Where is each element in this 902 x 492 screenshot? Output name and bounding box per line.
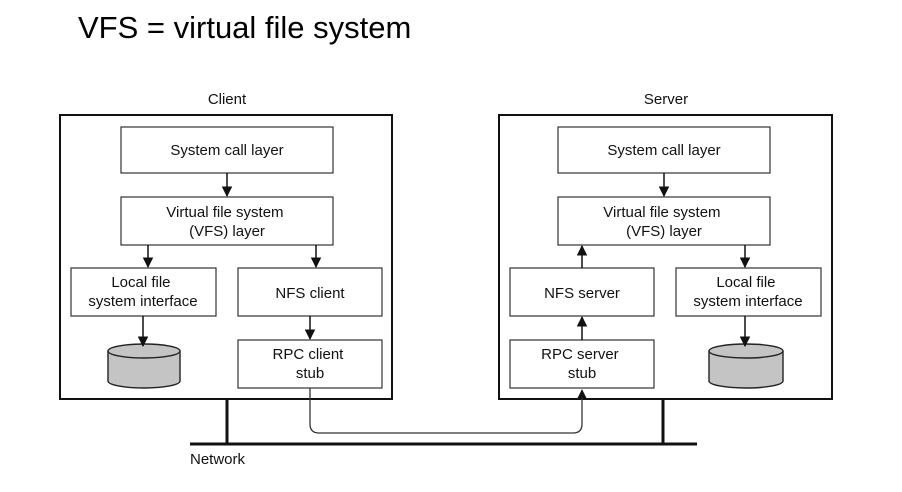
client-localfs-line-1: Local file	[111, 274, 170, 291]
server-machine-frame	[498, 114, 833, 400]
rpc-client-stub-label: RPC client stub	[272, 346, 347, 382]
rpc-client-line-1: RPC client	[272, 346, 344, 363]
network-label: Network	[190, 451, 246, 468]
server-local-fs-box	[675, 267, 822, 317]
server-vfs-layer-label: Virtual file system (VFS) layer	[603, 204, 724, 240]
server-localfs-line-2: system interface	[693, 293, 802, 310]
server-vfs-line-1: Virtual file system	[603, 204, 720, 221]
client-system-call-layer-box	[120, 126, 334, 174]
client-localfs-line-2: system interface	[88, 293, 197, 310]
server-system-call-layer-box	[557, 126, 771, 174]
rpc-server-line-1: RPC server	[541, 346, 619, 363]
client-vfs-line-2: (VFS) layer	[189, 223, 265, 240]
server-disk-icon	[708, 343, 784, 389]
nfs-server-line-1: NFS server	[544, 285, 620, 302]
nfs-client-line-1: NFS client	[275, 285, 345, 302]
rpc-server-line-2: stub	[568, 365, 596, 382]
server-syscall-line-1: System call layer	[607, 142, 720, 159]
rpc-server-stub-label: RPC server stub	[541, 346, 623, 382]
server-label: Server	[644, 91, 688, 108]
client-vfs-layer-label: Virtual file system (VFS) layer	[166, 204, 287, 240]
client-label: Client	[208, 91, 247, 108]
nfs-server-box	[509, 267, 655, 317]
server-system-call-layer-label: System call layer	[607, 142, 720, 159]
server-localfs-line-1: Local file	[716, 274, 775, 291]
rpc-client-line-2: stub	[296, 365, 324, 382]
client-disk-icon	[107, 343, 181, 389]
client-local-fs-label: Local file system interface	[88, 274, 197, 310]
client-system-call-layer-label: System call layer	[170, 142, 283, 159]
server-vfs-line-2: (VFS) layer	[626, 223, 702, 240]
client-vfs-line-1: Virtual file system	[166, 204, 283, 221]
nfs-client-label: NFS client	[275, 285, 345, 302]
nfs-server-label: NFS server	[544, 285, 620, 302]
server-local-fs-label: Local file system interface	[693, 274, 802, 310]
page-title: VFS = virtual file system	[78, 10, 412, 45]
client-syscall-line-1: System call layer	[170, 142, 283, 159]
rpc-message-path	[309, 388, 587, 434]
nfs-client-box	[237, 267, 383, 317]
